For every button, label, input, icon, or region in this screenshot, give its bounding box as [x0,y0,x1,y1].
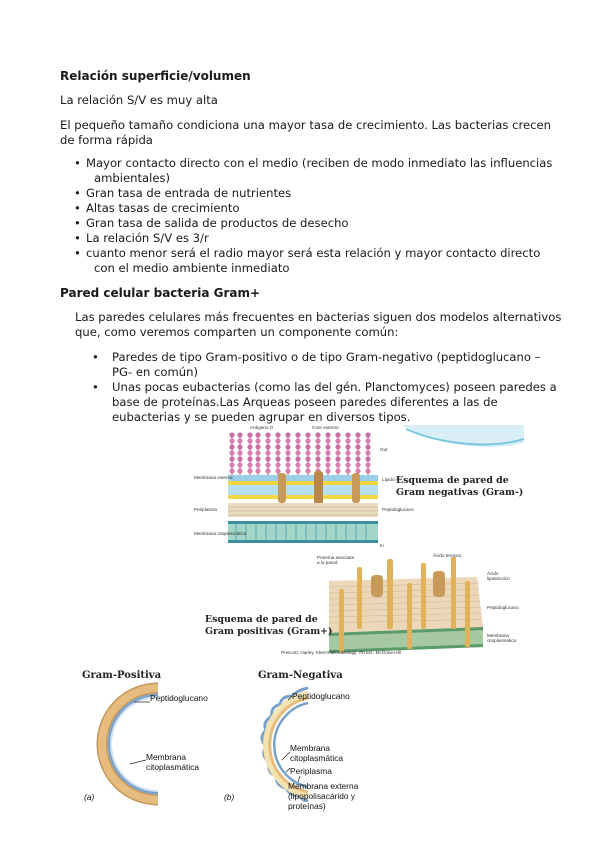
bullet-text: Paredes de tipo Gram-positivo o de tipo … [112,350,541,364]
gn-label-outer-1: Membrana externa [288,781,359,791]
label-outer-membrane: Membrana externa [194,475,233,480]
gn-label-outer-3: proteínas) [288,801,326,811]
gp-label-peptidoglycan: Peptidoglucano [150,693,208,703]
bullet-text: La relación S/V es 3/r [86,231,209,245]
label-cytoplasmic-membrane: Membrana citoplasmática [194,531,247,536]
gp-label-tag: (a) [84,792,95,802]
label-lipoteichoic-acid: Ácido lipoteicoico [487,571,510,581]
label-teichoic-acid: Ácido teicoico [433,553,462,558]
gram-negative-wall-illustration [189,382,525,543]
paragraph-walls-line1: Las paredes celulares más frecuentes en … [75,310,562,324]
label-out: Out [380,447,388,452]
label-peptidoglycan: Peptidoglucano [382,507,414,512]
bullet-text: Mayor contacto directo con el medio (rec… [86,156,553,170]
bullet-text-cont: PG- en común) [112,365,198,379]
gram-negative-wall-figure: Antígeno O Core externo Lípido A Membran… [189,382,525,557]
label-antigen-o: Antígeno O [250,425,274,430]
label-periplasm: Periplasma [194,507,217,512]
gram-positive-title: Gram-Positiva [82,670,162,681]
bullet-text: Gran tasa de salida de productos de dese… [86,216,349,230]
gram-positive-caption-line2: Gram positivas (Gram+) [205,626,333,637]
gram-comparison-illustration [96,682,309,806]
label-peptidoglycan-pos: Peptidoglucano [487,605,519,610]
paragraph-size-line1: El pequeño tamaño condiciona una mayor t… [60,118,551,132]
paragraph-sv-ratio: La relación S/V es muy alta [60,93,218,107]
bullet-dot: • [74,231,81,245]
bullet-text: Gran tasa de entrada de nutrientes [86,186,292,200]
gp-label-membrane-1: Membrana [146,752,187,762]
label-lipid-a: Lípido A [382,477,399,482]
bullet-dot: • [74,246,81,260]
label-wall-protein: Proteína asociada a la pared [317,555,355,565]
label-membrane-pos: Membrana citoplasmática [487,633,517,643]
gn-label-peptidoglycan: Peptidoglucano [292,691,350,701]
gram-negative-caption-line1: Esquema de pared de [396,475,509,486]
gn-label-outer-2: (lipopolisacárido y [288,791,356,801]
gn-label-tag: (b) [224,792,235,802]
gn-label-membrane-2: citoplasmática [290,753,344,763]
gram-negative-title: Gram-Negativa [258,670,343,681]
figure-credit: Prescott, Harley, Klein's Microbiology, … [281,650,401,655]
bullet-text-cont: con el medio ambiente inmediato [94,261,290,275]
gn-label-membrane-1: Membrana [290,743,331,753]
bullet-dot: • [92,380,99,394]
bullet-dot: • [74,156,81,170]
bullet-dot: • [74,186,81,200]
bullet-dot: • [92,350,99,364]
section-heading-gram-positive: Pared celular bacteria Gram+ [60,286,261,300]
bullet-text-cont: ambientales) [94,171,171,185]
bullet-dot: • [74,216,81,230]
paragraph-walls-line2: que, como veremos comparten un component… [75,325,399,339]
gram-positive-wall-figure: Proteína asociada a la pared Ácido teico… [189,553,522,661]
bullet-text-cont: base de proteínas.Las Arqueas poseen par… [112,395,498,409]
gram-positive-caption-line1: Esquema de pared de [205,614,318,625]
bullet-text: Unas pocas eubacterias (como las del gén… [112,380,557,394]
bullet-text: cuanto menor será el radio mayor será es… [86,246,541,260]
gp-label-membrane-2: citoplasmática [146,762,200,772]
bullet-text: Altas tasas de crecimiento [86,201,240,215]
paragraph-size-line2: de forma rápida [60,133,153,147]
bullet-dot: • [74,201,81,215]
gram-positive-wall-illustration [328,557,483,653]
bullet-text-cont: eubacterias y se pueden agrupar en diver… [112,410,411,424]
section-heading-surface-volume: Relación superficie/volumen [60,69,251,83]
gram-negative-caption-line2: Gram negativas (Gram-) [396,487,524,498]
label-in: In [380,543,384,548]
gram-comparison-figure: Gram-Positiva Gram-Negativa Peptidogluca… [76,664,376,812]
gn-label-periplasm: Periplasma [290,766,332,776]
label-core: Core externo [312,425,339,430]
